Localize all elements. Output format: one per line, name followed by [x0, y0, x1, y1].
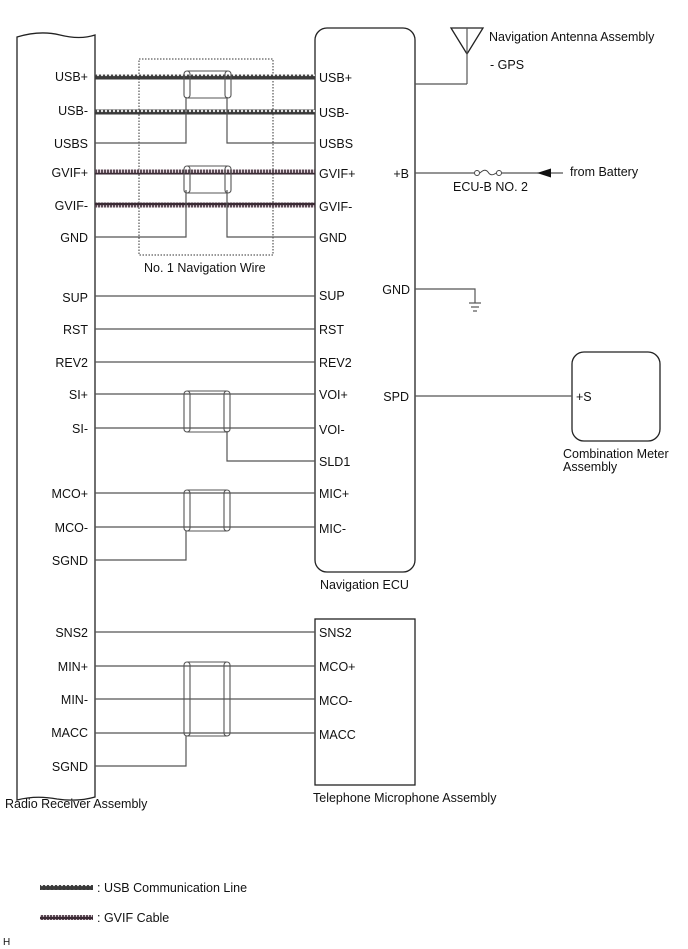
telephone-mic-label: Telephone Microphone Assembly: [313, 791, 497, 805]
rr-pin: MCO-: [55, 521, 88, 535]
ecu-pin: RST: [319, 323, 344, 337]
ecu-pin: USB+: [319, 71, 352, 85]
mic-shield: [183, 489, 231, 532]
ecu-pin: GND: [319, 231, 347, 245]
fuse-icon: [474, 169, 502, 176]
sgnd-wire-2: [95, 736, 187, 767]
ecu-pin: VOI+: [319, 388, 348, 402]
legend-gvif-swatch: [40, 915, 93, 920]
rr-pin: USB-: [58, 104, 88, 118]
voice-shield: [183, 390, 231, 433]
legend-usb-swatch: [40, 885, 93, 890]
corner-mark: H: [3, 937, 10, 948]
fuse-label: ECU-B NO. 2: [453, 180, 528, 194]
ecu-pin: USBS: [319, 137, 353, 151]
nav-ecu-right-pins: +B GND SPD: [382, 167, 410, 404]
rr-pin: RST: [63, 323, 88, 337]
ecu-pin: SUP: [319, 289, 345, 303]
battery-label: from Battery: [570, 165, 639, 179]
tel-pin: MACC: [319, 728, 356, 742]
ecu-pin: VOI-: [319, 423, 345, 437]
rr-pin: REV2: [55, 356, 88, 370]
tel-pin: MCO-: [319, 694, 352, 708]
ecu-pin: USB-: [319, 106, 349, 120]
antenna-icon: [415, 27, 485, 85]
navigation-wire-boundary: [138, 58, 274, 256]
usbs-wire: [95, 97, 315, 144]
radio-receiver-pins: USB+ USB- USBS GVIF+ GVIF- GND SUP RST R…: [51, 70, 88, 774]
navigation-ecu-label: Navigation ECU: [320, 578, 409, 592]
rr-pin: SI+: [69, 388, 88, 402]
tel-pin: MCO+: [319, 660, 355, 674]
ground-icon: [469, 302, 481, 312]
rr-pin: MIN-: [61, 693, 88, 707]
nav-ecu-left-pins: USB+ USB- USBS GVIF+ GVIF- GND SUP RST R…: [319, 71, 355, 536]
meter-pin: +S: [576, 390, 592, 404]
gvif-shield: [183, 165, 232, 194]
rr-pin: SI-: [72, 422, 88, 436]
radio-receiver-label: Radio Receiver Assembly: [5, 797, 148, 811]
rr-pin: SNS2: [55, 626, 88, 640]
antenna-sublabel: - GPS: [490, 58, 524, 72]
meter-label-1: Combination Meter: [563, 447, 669, 461]
navigation-wire-label: No. 1 Navigation Wire: [144, 261, 266, 275]
ecu-pin: SLD1: [319, 455, 350, 469]
usb-plus-line: [95, 74, 315, 80]
gnd-shield-wire: [95, 190, 315, 238]
ecu-right-pin: SPD: [383, 390, 409, 404]
telephone-microphone-box: [314, 618, 416, 786]
ecu-right-pin: +B: [393, 167, 409, 181]
rr-pin: SGND: [52, 554, 88, 568]
legend-gvif-label: : GVIF Cable: [97, 911, 169, 925]
rr-pin: SGND: [52, 760, 88, 774]
rr-pin: GND: [60, 231, 88, 245]
meter-label-2: Assembly: [563, 460, 618, 474]
ecu-pin: MIC-: [319, 522, 346, 536]
sld1-wire: [226, 431, 315, 462]
radio-receiver-assembly: [16, 32, 96, 801]
gvif-plus-line: [95, 169, 315, 175]
antenna-label: Navigation Antenna Assembly: [489, 30, 655, 44]
telephone-mic-shield: [183, 661, 231, 737]
ecu-pin: MIC+: [319, 487, 349, 501]
sgnd-wire-1: [95, 531, 187, 561]
telephone-mic-pins: SNS2 MCO+ MCO- MACC: [319, 626, 356, 742]
usb-shield: [183, 70, 232, 99]
gvif-minus-line: [95, 202, 315, 208]
ecu-pin: REV2: [319, 356, 352, 370]
ecu-right-pin: GND: [382, 283, 410, 297]
navigation-ecu-box: [314, 27, 416, 573]
rr-pin: USB+: [55, 70, 88, 84]
rr-pin: MACC: [51, 726, 88, 740]
rr-pin: GVIF-: [55, 199, 88, 213]
tel-pin: SNS2: [319, 626, 352, 640]
ecu-pin: GVIF+: [319, 167, 355, 181]
rr-pin: SUP: [62, 291, 88, 305]
rr-pin: USBS: [54, 137, 88, 151]
legend-usb-label: : USB Communication Line: [97, 881, 247, 895]
rr-pin: MCO+: [52, 487, 88, 501]
ecu-pin: GVIF-: [319, 200, 352, 214]
ecu-gnd-wire: [415, 288, 476, 303]
rr-pin: GVIF+: [52, 166, 88, 180]
rr-pin: MIN+: [58, 660, 88, 674]
usb-minus-line: [95, 109, 315, 115]
arrow-left-icon: [537, 168, 551, 178]
